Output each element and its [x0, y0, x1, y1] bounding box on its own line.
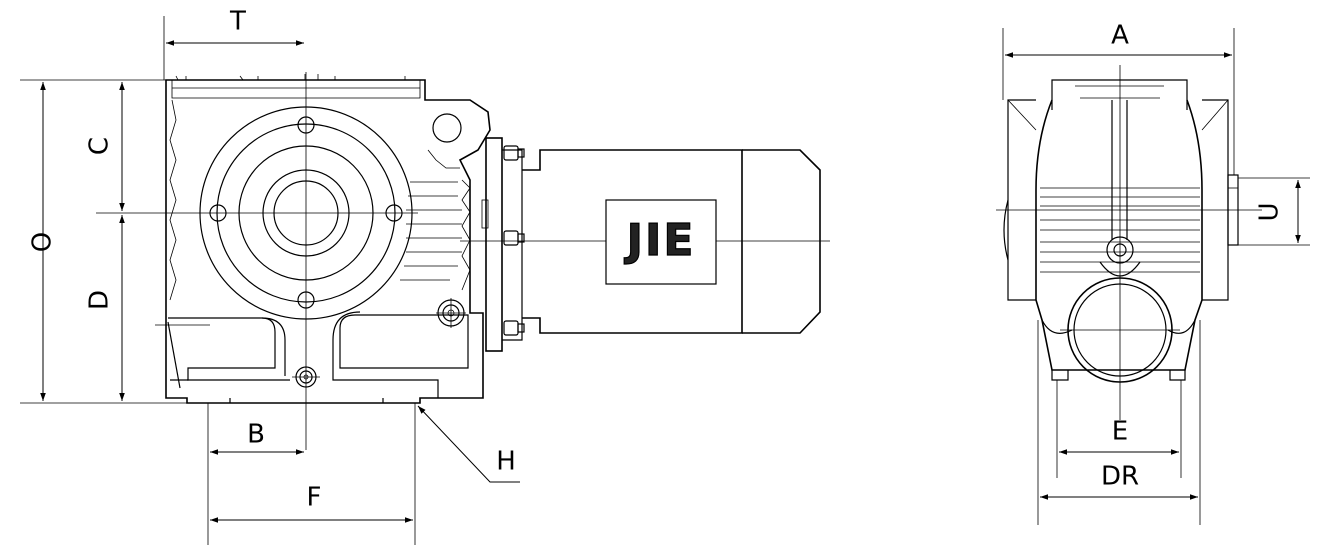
dim-label-E: E [1112, 417, 1128, 447]
dim-label-H: H [496, 447, 516, 477]
side-centerlines [996, 65, 1262, 420]
brand-logo: JIE [624, 215, 696, 266]
centerlines [96, 72, 830, 450]
extension-lines [20, 16, 416, 545]
dim-label-U: U [1255, 202, 1285, 221]
motor-body [522, 149, 743, 334]
dim-label-A: A [1111, 21, 1129, 51]
dim-label-D: D [85, 290, 115, 310]
front-view: JIE T O C D [20, 7, 830, 545]
dim-label-O: O [28, 232, 58, 252]
dim-label-B: B [247, 420, 265, 450]
flange-bolts [503, 145, 525, 336]
side-view: A U E DR [996, 21, 1310, 525]
dim-label-DR: DR [1101, 462, 1139, 492]
side-extension-lines [1002, 28, 1310, 525]
dim-label-C: C [85, 137, 115, 155]
dim-label-T: T [229, 7, 246, 37]
dim-label-F: F [307, 483, 322, 513]
side-housing [1035, 99, 1203, 371]
leader-H [417, 405, 520, 483]
housing-fins [400, 179, 471, 291]
brand-logo-box [605, 199, 717, 285]
fan-cover [742, 149, 821, 334]
gearbox-housing [165, 79, 491, 404]
motor-flange [485, 137, 503, 352]
